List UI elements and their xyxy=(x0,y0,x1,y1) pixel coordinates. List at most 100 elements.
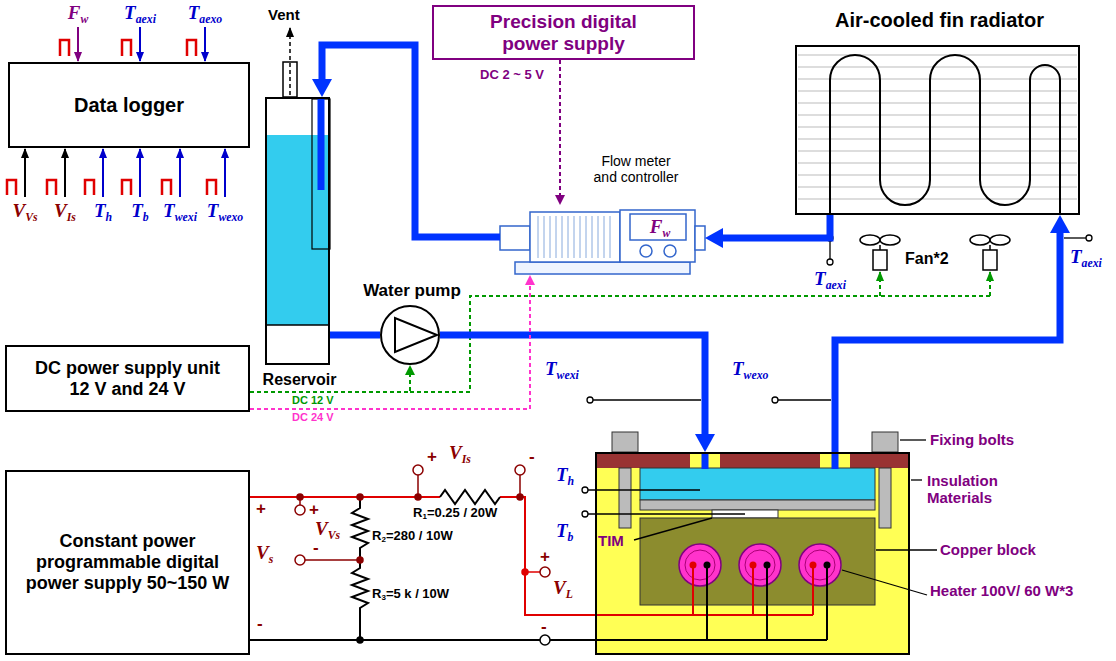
resistor-symbol xyxy=(352,490,500,640)
subscript: L xyxy=(566,588,573,601)
data-logger-box: Data logger xyxy=(8,62,250,148)
test-block xyxy=(685,550,715,580)
test-block xyxy=(832,452,839,469)
flow-meter-symbol xyxy=(500,210,705,274)
test-block xyxy=(595,452,910,655)
fan-symbol xyxy=(879,245,881,250)
flow-meter: Flow meter and controllerFw xyxy=(500,205,705,275)
terminal xyxy=(357,557,363,563)
subscript: wexi xyxy=(557,369,579,382)
radiator-fin xyxy=(798,67,1077,68)
test-block xyxy=(640,500,875,510)
test-block xyxy=(879,468,891,528)
signal-symbol xyxy=(102,149,104,197)
terminal xyxy=(515,465,525,475)
signal-name: Taexo xyxy=(180,2,230,24)
signal-name: Taexi xyxy=(805,268,855,290)
water-pipe xyxy=(723,215,830,238)
test-block xyxy=(640,518,875,605)
signal-symbol xyxy=(139,149,141,197)
sensor-leader xyxy=(829,241,830,259)
subscript: 3 xyxy=(381,593,385,602)
flow-meter-symbol xyxy=(568,216,569,258)
test-block xyxy=(640,468,875,500)
radiator-fin xyxy=(798,163,1077,164)
power-wire xyxy=(250,285,530,409)
flow-meter-symbol xyxy=(620,210,695,262)
terminal xyxy=(415,494,421,500)
radiator-fin xyxy=(798,187,1077,188)
signal-name: VIs xyxy=(449,442,471,464)
signal-name: Tb xyxy=(115,200,165,222)
reservoir: Reservoir xyxy=(265,97,330,365)
fan-power-wire xyxy=(879,272,881,296)
test-block xyxy=(679,544,721,586)
radiator-fin xyxy=(798,103,1077,104)
fan-power-wire xyxy=(989,272,991,296)
node-title: Precision digital power supply xyxy=(469,11,659,55)
water-pump: Water pump xyxy=(380,305,440,365)
node-title: Water pump xyxy=(347,281,477,301)
signal-name: Taexi xyxy=(1070,246,1102,268)
subscript: wexo xyxy=(218,211,243,224)
flow-meter-symbol xyxy=(592,216,593,258)
leader-line xyxy=(588,489,700,490)
subscript: aexi xyxy=(1082,257,1102,270)
test-block xyxy=(612,432,638,452)
water-pipe xyxy=(330,332,380,339)
subscript: 2 xyxy=(381,535,385,544)
fan-symbol xyxy=(880,235,900,245)
terminal xyxy=(517,494,523,500)
node-title: Constant power programmable digital powe… xyxy=(25,531,230,593)
signal-name: Twexi xyxy=(545,358,579,380)
signal-name: VVs xyxy=(0,200,50,222)
fan-symbol xyxy=(990,235,1010,245)
fan-symbol xyxy=(989,245,991,250)
signal-symbol xyxy=(47,180,56,195)
signal-name: Th xyxy=(556,464,574,486)
sensor-leader xyxy=(1086,235,1092,241)
water-pipe xyxy=(440,335,705,434)
signal-symbol xyxy=(7,180,16,195)
signal-name: Twexi xyxy=(155,200,205,222)
signal-symbol xyxy=(139,27,141,61)
leader-line xyxy=(582,511,588,517)
fan-symbol xyxy=(860,235,1010,270)
subscript: w xyxy=(80,13,88,26)
power-supply-box: Precision digital power supply xyxy=(432,5,695,60)
reservoir-water xyxy=(266,324,329,326)
signal-name: Taexi xyxy=(115,2,165,24)
voltage-label: DC 2 ~ 5 V xyxy=(478,68,546,81)
resistor-value: R3=5 k / 10W xyxy=(372,586,449,601)
signal-symbol xyxy=(60,40,69,56)
part-name: Fan*2 xyxy=(905,250,949,267)
flow-meter-symbol xyxy=(515,262,690,274)
circuit-wire xyxy=(250,565,827,640)
flow-meter-symbol xyxy=(586,216,587,258)
signal-name: VVs xyxy=(315,518,340,540)
subscript: b xyxy=(143,211,149,224)
subscript: Is xyxy=(67,211,76,224)
radiator-fin xyxy=(798,115,1077,116)
radiator-fin xyxy=(798,55,1077,199)
terminal xyxy=(413,465,423,475)
polarity-mark: + xyxy=(256,501,266,517)
insulation-block: Insulation Materials xyxy=(595,452,910,655)
pump-symbol xyxy=(395,318,437,352)
flow-meter-symbol xyxy=(610,216,611,258)
flow-meter-symbol xyxy=(544,216,545,258)
terminal xyxy=(295,505,305,515)
flow-meter-symbol xyxy=(580,216,581,258)
node-title: Insulation Materials xyxy=(927,472,1042,507)
test-block xyxy=(799,544,841,586)
terminal xyxy=(297,494,303,500)
leader-line xyxy=(582,487,588,493)
flow-meter-symbol xyxy=(604,216,605,258)
subscript: s xyxy=(269,553,274,566)
terminal xyxy=(357,637,363,643)
radiator-fin xyxy=(798,175,1077,176)
signal-symbol xyxy=(64,149,66,197)
reservoir-water xyxy=(318,97,325,190)
part-name: TIM xyxy=(598,532,624,549)
terminal xyxy=(305,559,360,561)
